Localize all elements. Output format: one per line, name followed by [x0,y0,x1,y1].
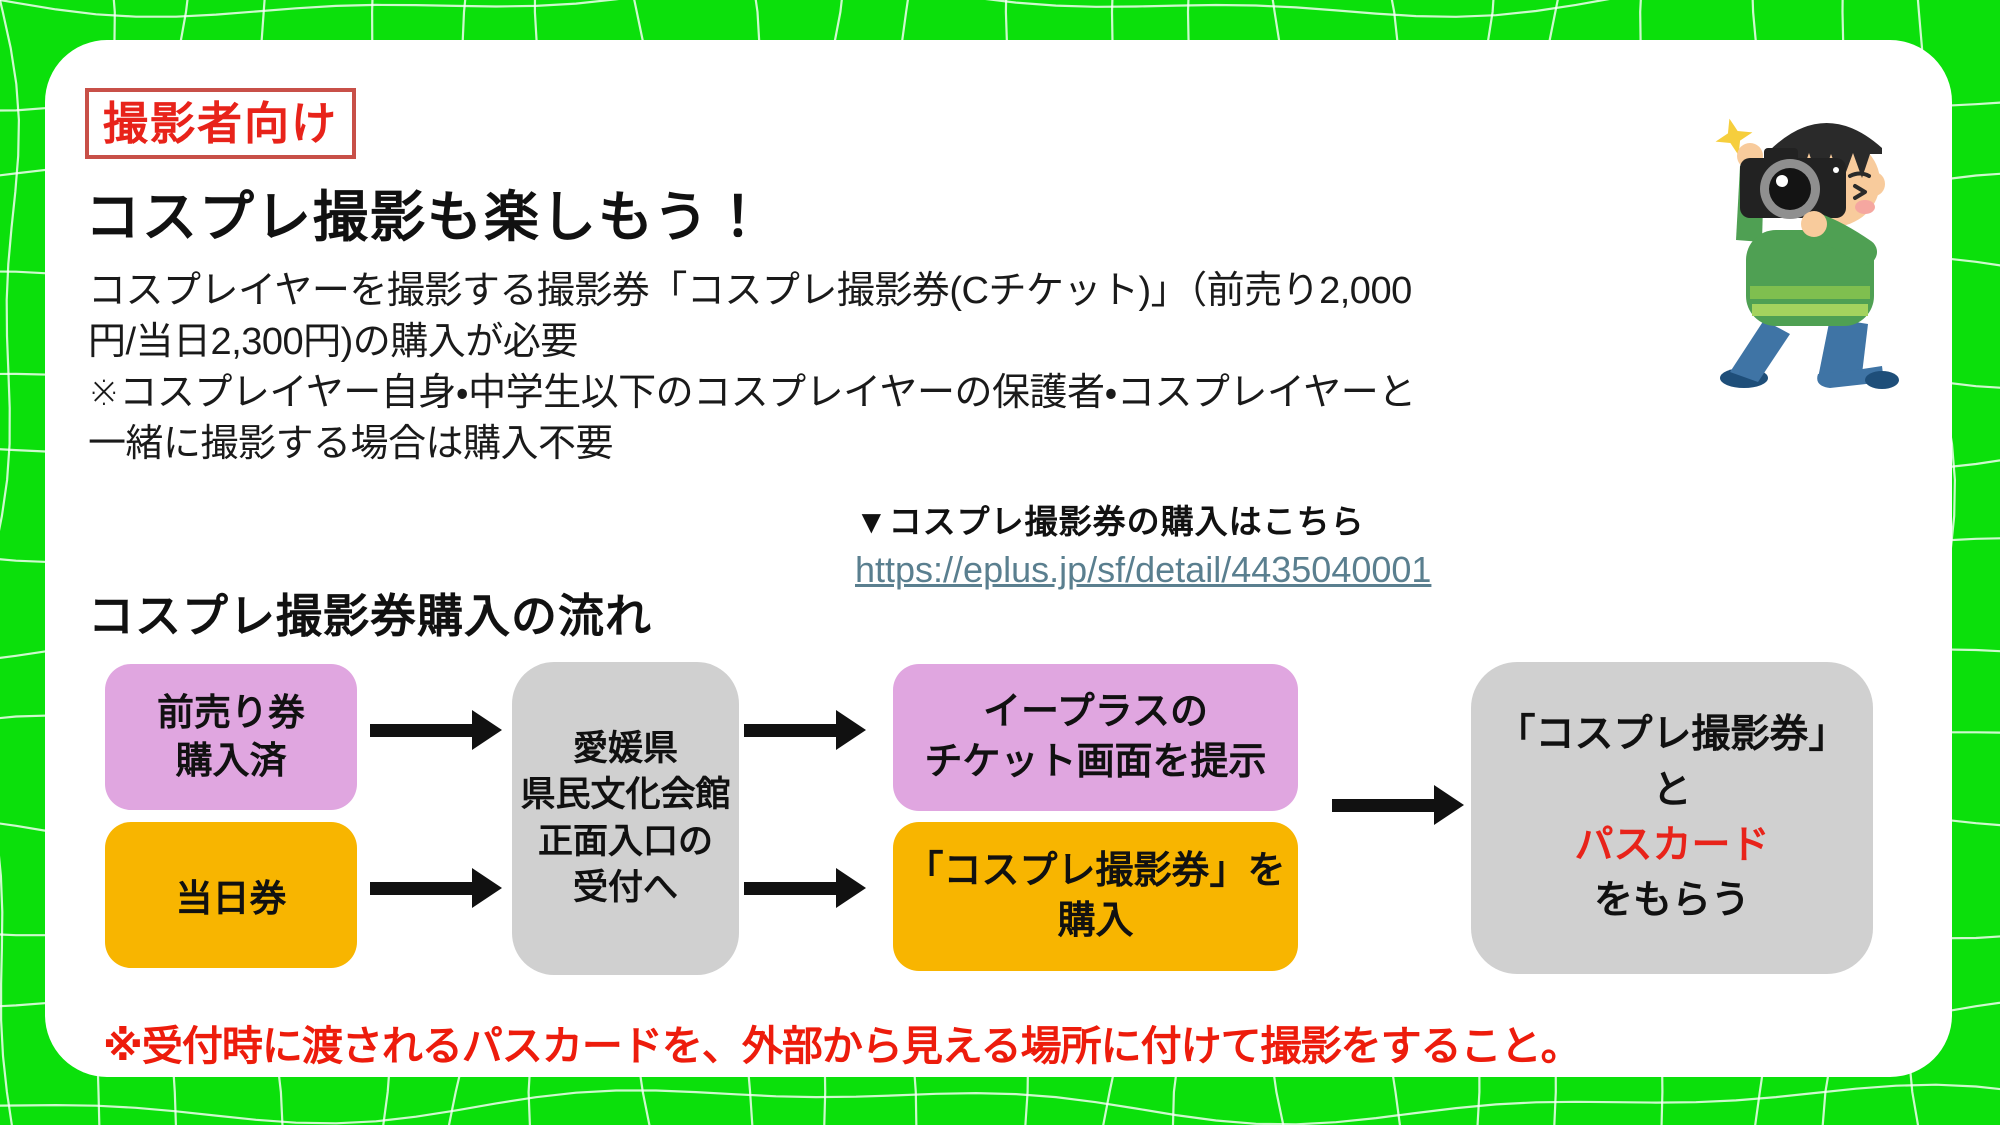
flow-box-line: 愛媛県 [572,729,678,769]
eyebrow [1848,171,1871,178]
camera-lens [1769,168,1811,210]
shoe-right [1865,371,1899,389]
sweater-stripe [1752,304,1868,316]
body-text: コスプレイヤーを撮影する撮影券「コスプレ撮影券(Cチケット)」（前売り2,000… [88,266,1416,470]
photographer-illustration [1715,118,1899,389]
page-title: コスプレ撮影も楽しもう！ [85,186,768,248]
footer-warning-note: ※受付時に渡されるパスカードを、外部から見える場所に付けて撮影をすること。 [103,1023,1582,1069]
flow-box-advance-ticket: 前売り券 購入済 [105,664,357,810]
flow-box-receive-passcard: 「コスプレ撮影券」 と パスカードをもらう [1471,662,1873,974]
purchase-link-block: ▼コスプレ撮影券の購入はこちら https://eplus.jp/sf/deta… [855,495,1431,591]
flow-box-line: チケット画面を提示 [924,740,1267,783]
flow-box-line: 購入済 [175,740,287,781]
flow-box-line: 受付へ [572,867,678,907]
flow-box-buy-ticket: 「コスプレ撮影券」を 購入 [893,822,1298,971]
flow-box-line-rest: をもらう [1593,879,1750,923]
hand-right [1801,211,1827,237]
flow-box-line: 当日券 [175,878,287,919]
leg-left [1730,320,1790,382]
arrow-right-icon [744,710,866,750]
flow-box-line: パスカードをもらう [1574,818,1769,929]
flow-box-line: 「コスプレ撮影券」 [1496,713,1848,757]
flow-box-line: イープラスの [983,691,1208,734]
passcard-highlight: パスカード [1574,824,1770,867]
flow-box-reception: 愛媛県 県民文化会館 正面入口の 受付へ [512,662,739,975]
lens-highlight [1776,175,1788,187]
leg-right-thigh [1818,318,1868,378]
arrow-right-icon [744,868,866,908]
flow-box-line: 「コスプレ撮影券」を [905,850,1286,893]
closed-eye [1853,184,1867,200]
purchase-link-url[interactable]: https://eplus.jp/sf/detail/4435040001 [855,549,1432,590]
body-line: コスプレイヤーを撮影する撮影券「コスプレ撮影券(Cチケット)」（前売り2,000 [88,270,1412,312]
audience-badge: 撮影者向け [85,88,357,159]
sweater-stripe [1750,286,1870,299]
flow-box-line: 正面入口の [537,821,713,861]
sparkle-icon [1715,118,1753,156]
arrow-right-icon [1332,785,1464,825]
purchase-link-label: ▼コスプレ撮影券の購入はこちら [855,503,1365,540]
blush [1855,200,1875,214]
body-line: 一緒に撮影する場合は購入不要 [88,422,614,465]
flow-box-line: 購入 [1057,899,1134,942]
flow-box-line: 前売り券 [157,691,305,733]
camera-button [1833,167,1839,173]
flow-heading: コスプレ撮影券購入の流れ [88,590,652,642]
flow-box-sameday-ticket: 当日券 [105,822,357,968]
body-line: 円/当日2,300円)の購入が必要 [88,320,578,363]
arrow-right-icon [370,710,502,750]
flow-box-line: と [1652,768,1692,812]
sweater [1746,230,1874,326]
arrow-right-icon [370,868,502,908]
flow-box-show-eplus-ticket: イープラスの チケット画面を提示 [893,664,1298,811]
flow-box-line: 県民文化会館 [520,775,731,815]
body-line: ※コスプレイヤー自身・中学生以下のコスプレイヤーの保護者・コスプレイヤーと [88,371,1416,414]
